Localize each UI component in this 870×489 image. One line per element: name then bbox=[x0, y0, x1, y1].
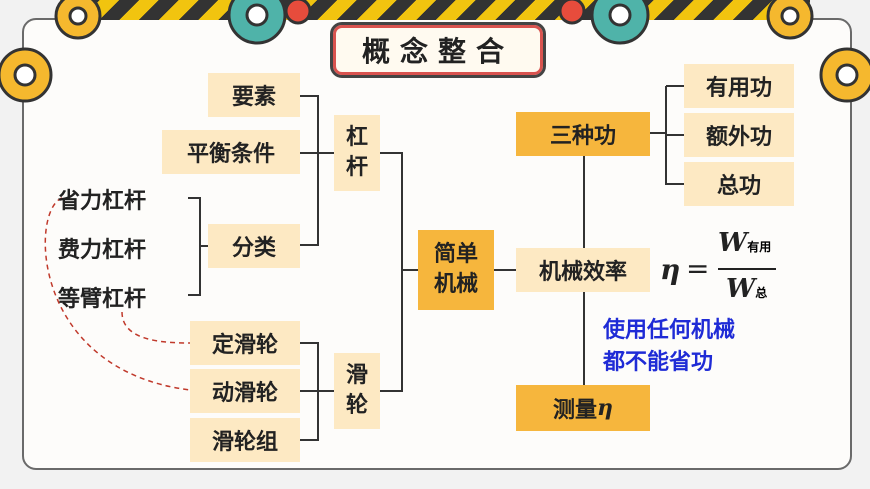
formula-eta: η bbox=[660, 253, 681, 286]
pulley-item-block: 滑轮组 bbox=[190, 418, 300, 462]
efficiency-note: 使用任何机械 都不能省功 bbox=[603, 315, 735, 379]
gear-top-left-icon bbox=[54, 0, 102, 40]
pulley-box-top: 滑 bbox=[345, 363, 368, 388]
red-knob-left-icon bbox=[284, 0, 312, 25]
denominator-var: W bbox=[726, 274, 756, 304]
work-item-total-label: 总功 bbox=[716, 174, 761, 199]
gear-teal-right-icon bbox=[590, 0, 650, 45]
pulley-item-block-label: 滑轮组 bbox=[211, 430, 278, 455]
three-works-box: 三种功 bbox=[516, 112, 650, 156]
work-item-extra-label: 额外功 bbox=[705, 125, 772, 150]
lever-box: 杠 杆 bbox=[334, 115, 380, 191]
numerator-sub: 有用 bbox=[747, 240, 772, 254]
efficiency-label: 机械效率 bbox=[538, 260, 627, 285]
work-item-useful: 有用功 bbox=[684, 64, 794, 108]
measure-label: 测量 bbox=[552, 398, 597, 423]
lever-item-classification-label: 分类 bbox=[231, 236, 276, 261]
numerator-var: W bbox=[718, 228, 748, 258]
pulley-item-fixed: 定滑轮 bbox=[190, 321, 300, 365]
gear-top-right-icon bbox=[766, 0, 814, 40]
simple-machine-top: 简单 bbox=[433, 242, 478, 267]
formula-numerator: W有用 bbox=[718, 228, 771, 258]
measure-eta: η bbox=[597, 395, 613, 421]
lever-item-balance: 平衡条件 bbox=[162, 130, 300, 174]
lever-type-effort-costing: 费力杠杆 bbox=[58, 238, 147, 263]
lever-item-elements: 要素 bbox=[208, 73, 300, 117]
formula-equals: = bbox=[686, 252, 710, 285]
page-title: 概念整合 bbox=[361, 35, 514, 68]
lever-type-effort-saving: 省力杠杆 bbox=[58, 189, 147, 214]
efficiency-note-line2: 都不能省功 bbox=[603, 350, 714, 375]
pulley-box-bottom: 轮 bbox=[345, 393, 368, 418]
pulley-item-movable-label: 动滑轮 bbox=[211, 381, 278, 406]
fraction-bar bbox=[718, 268, 776, 270]
gear-left-icon bbox=[0, 47, 53, 103]
pulley-box: 滑 轮 bbox=[334, 353, 380, 429]
gear-teal-left-icon bbox=[227, 0, 287, 45]
simple-machine-box: 简单 机械 bbox=[418, 230, 494, 310]
denominator-sub: 总 bbox=[755, 286, 768, 300]
work-item-total: 总功 bbox=[684, 162, 794, 206]
lever-box-bottom: 杆 bbox=[345, 155, 368, 180]
work-item-extra: 额外功 bbox=[684, 113, 794, 157]
lever-box-top: 杠 bbox=[345, 125, 368, 150]
efficiency-note-line1: 使用任何机械 bbox=[603, 318, 736, 343]
formula-denominator: W总 bbox=[726, 274, 767, 304]
efficiency-box: 机械效率 bbox=[516, 248, 650, 292]
gear-right-icon bbox=[819, 47, 870, 103]
three-works-label: 三种功 bbox=[549, 124, 616, 149]
work-item-useful-label: 有用功 bbox=[705, 76, 772, 101]
title-box: 概念整合 bbox=[330, 22, 546, 78]
lever-item-balance-label: 平衡条件 bbox=[186, 142, 275, 167]
lever-item-classification: 分类 bbox=[208, 224, 300, 268]
simple-machine-bottom: 机械 bbox=[433, 272, 478, 297]
lever-type-equal-arm: 等臂杠杆 bbox=[58, 287, 147, 312]
formula-fraction: W有用 W总 bbox=[718, 228, 780, 308]
lever-item-elements-label: 要素 bbox=[231, 85, 276, 110]
red-knob-right-icon bbox=[558, 0, 586, 25]
pulley-item-fixed-label: 定滑轮 bbox=[211, 333, 278, 358]
pulley-item-movable: 动滑轮 bbox=[190, 369, 300, 413]
